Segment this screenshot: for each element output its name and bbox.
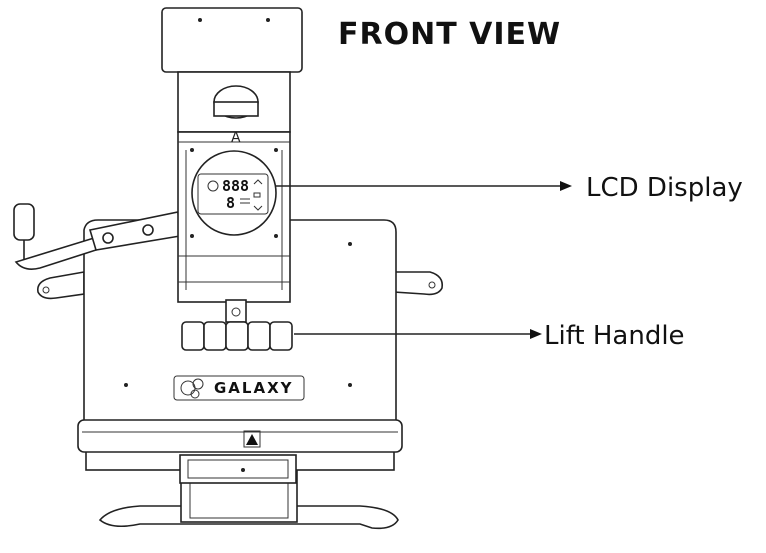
lift-handle	[181, 299, 293, 351]
lift-callout-arrowhead	[530, 329, 542, 339]
diagram-title: FRONT VIEW	[338, 17, 561, 52]
side-arms	[36, 271, 444, 300]
lcd-display-label: LCD Display	[586, 173, 743, 203]
lift-handle-label: Lift Handle	[544, 321, 685, 351]
brand-name: GALAXY	[214, 379, 294, 397]
lcd-display-callout: LCD Display	[276, 173, 743, 203]
lcd-small-digit: 8	[226, 194, 235, 212]
lcd-callout-arrowhead	[560, 181, 572, 191]
lcd-main-digits: 888	[222, 177, 249, 195]
lift-handle-callout: Lift Handle	[294, 321, 685, 351]
galaxy-logo: GALAXY	[173, 375, 305, 401]
head-letter: A	[231, 130, 241, 146]
lcd-display: 888 8	[191, 150, 277, 236]
base-stand	[85, 447, 399, 530]
crank-lever	[13, 203, 181, 270]
